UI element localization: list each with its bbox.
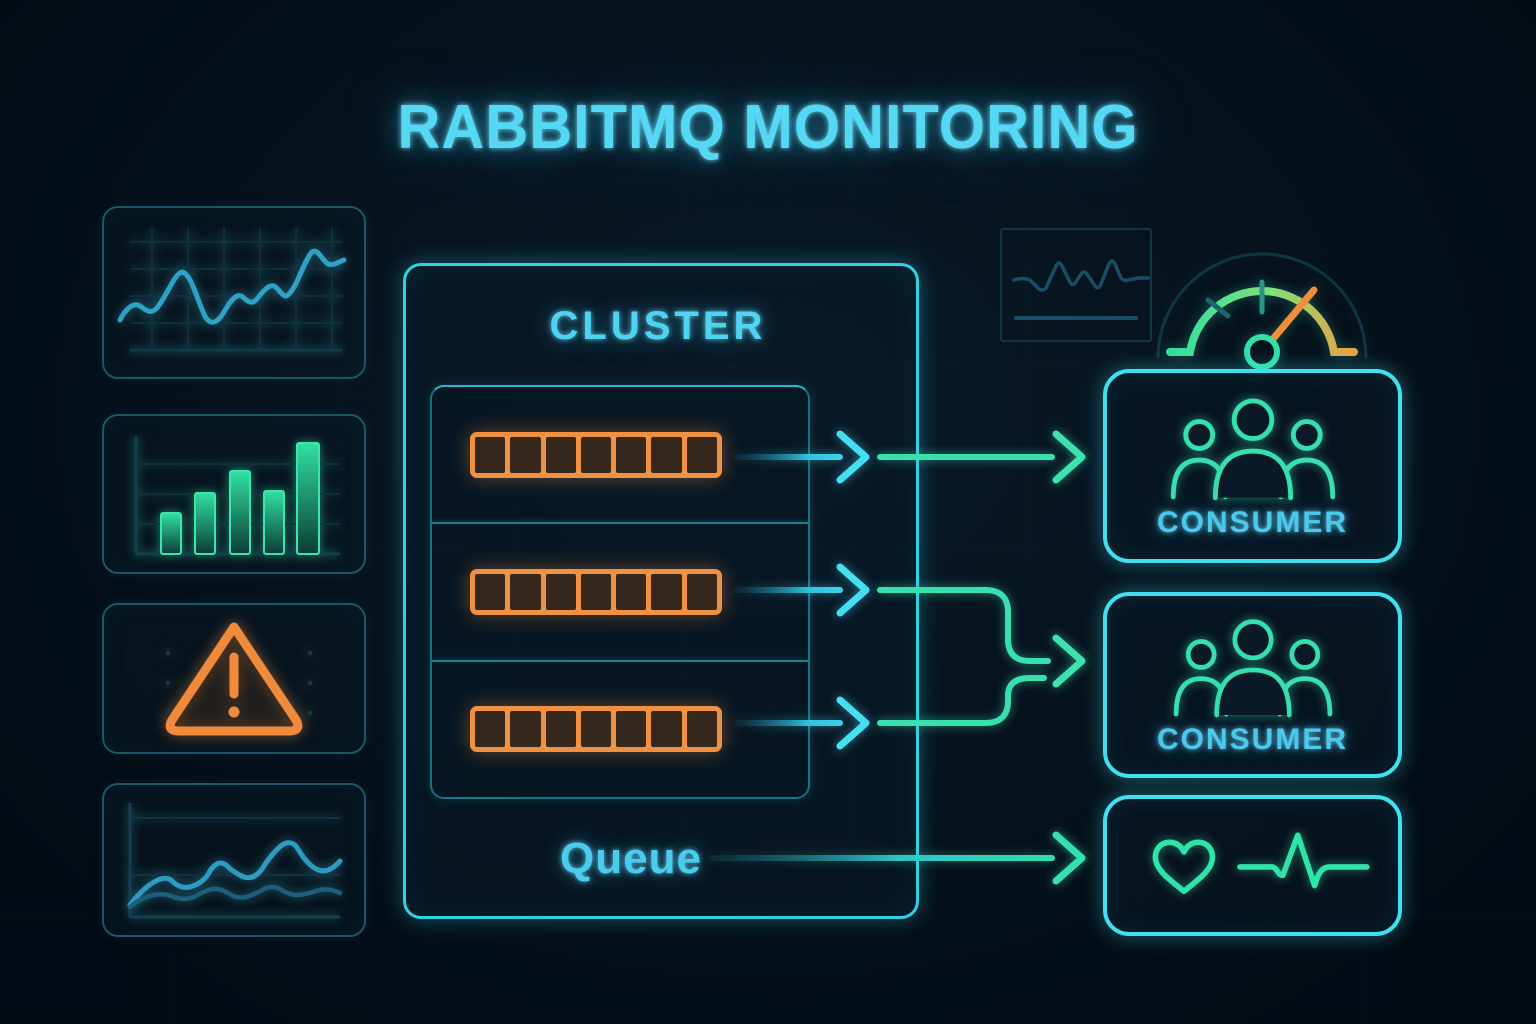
arrow-head-icon	[1052, 430, 1086, 688]
queue-segment	[475, 573, 506, 610]
queue-segment	[475, 711, 506, 748]
queue-row	[432, 387, 808, 522]
queue-segment	[616, 573, 647, 610]
warning-triangle-icon	[165, 622, 313, 736]
queue-segment	[545, 711, 576, 748]
consumer-label: CONSUMER	[1156, 723, 1348, 756]
wave-chart-panel	[102, 783, 366, 937]
queue-row	[432, 659, 808, 797]
arrow-head-icon	[1052, 831, 1086, 885]
queue-segment	[580, 436, 612, 473]
heart-icon	[1152, 839, 1215, 894]
consumers-group-icon	[1173, 619, 1332, 718]
queue-segment	[651, 436, 682, 473]
queue-bar-3	[470, 706, 722, 753]
bar-chart-panel	[102, 414, 366, 574]
queue-bar-1	[470, 431, 722, 478]
queue-segment	[616, 436, 647, 473]
mini-wave-chart-icon	[1012, 259, 1150, 320]
bar-chart-icon	[134, 436, 340, 556]
consumers-group-icon	[1170, 398, 1335, 501]
queue-segment	[475, 436, 506, 473]
arrow-head-icon	[836, 430, 870, 750]
consumer-box-2: CONSUMER	[1103, 592, 1402, 778]
queue-label: Queue	[560, 834, 702, 883]
queue-node-box	[430, 385, 810, 799]
queue-segment	[651, 573, 682, 610]
queue-segment	[651, 711, 682, 748]
queue-segment	[580, 711, 612, 748]
consumer-box-1: CONSUMER	[1103, 369, 1402, 563]
wave-chart-icon	[127, 803, 343, 919]
consumer-label: CONSUMER	[1156, 506, 1348, 539]
line-chart-panel	[102, 206, 366, 379]
pulse-line-icon	[1236, 831, 1370, 888]
queue-segment	[545, 436, 576, 473]
queue-row	[432, 522, 808, 659]
queue-segment	[686, 436, 717, 473]
health-box	[1103, 795, 1402, 936]
queue-segment	[510, 436, 541, 473]
queue-segment	[686, 573, 717, 610]
queue-segment	[545, 573, 576, 610]
speed-gauge-icon	[1156, 252, 1368, 370]
queue-segment	[510, 573, 541, 610]
queue-bar-2	[470, 568, 722, 615]
queue-segment	[686, 711, 717, 748]
warning-panel	[102, 603, 366, 754]
queue-segment	[616, 711, 647, 748]
gauge-panel	[1148, 200, 1400, 386]
page-title: RABBITMQ MONITORING	[397, 93, 1139, 162]
cluster-label: CLUSTER	[549, 304, 767, 348]
queue-segment	[510, 711, 541, 748]
mini-wave-chart-panel	[1000, 228, 1152, 342]
queue-segment	[580, 573, 612, 610]
line-chart-icon	[117, 228, 347, 352]
health-icons	[1152, 831, 1370, 894]
